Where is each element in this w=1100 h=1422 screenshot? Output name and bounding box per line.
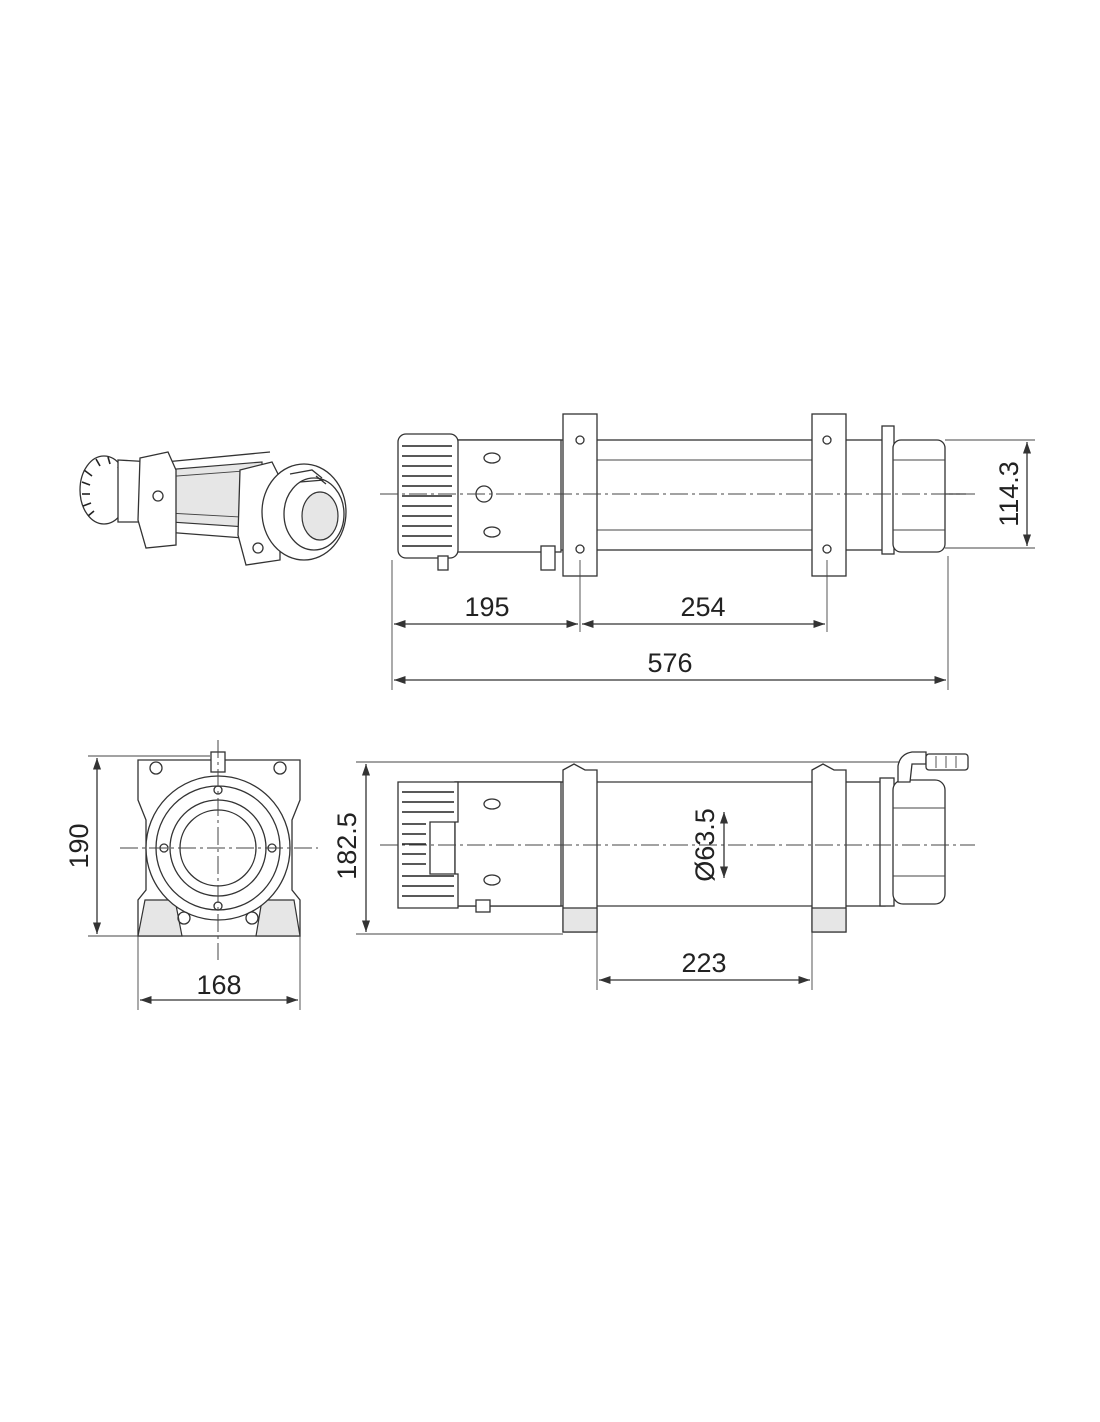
dim-223: 223 bbox=[681, 948, 726, 978]
dim-190: 190 bbox=[64, 823, 94, 868]
winch-isometric-view bbox=[79, 451, 347, 566]
winch-side-view: 182.5 Ø63.5 223 bbox=[332, 751, 975, 990]
dim-168: 168 bbox=[196, 970, 241, 1000]
dim-114-3: 114.3 bbox=[994, 461, 1024, 527]
winch-top-view: 195 254 576 114.3 bbox=[380, 413, 1035, 690]
dim-195: 195 bbox=[464, 592, 509, 622]
dim-254: 254 bbox=[680, 592, 725, 622]
dim-182-5: 182.5 bbox=[332, 812, 362, 880]
winch-front-view: 190 168 bbox=[64, 740, 318, 1010]
dim-576: 576 bbox=[647, 648, 692, 678]
dim-drum-diameter: Ø63.5 bbox=[690, 808, 720, 882]
